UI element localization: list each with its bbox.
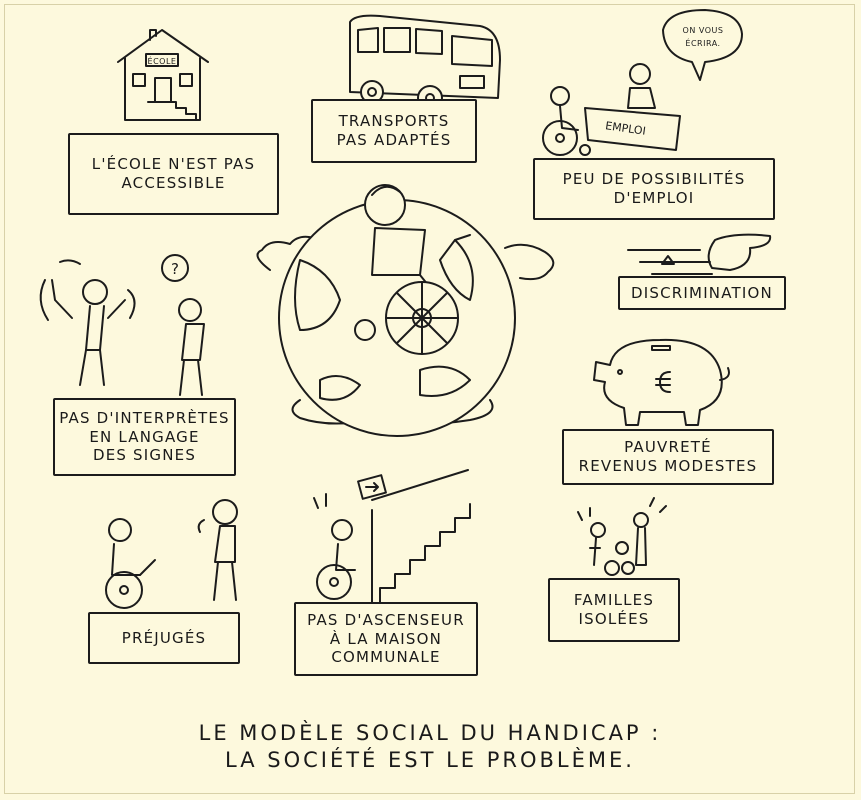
box-transport-not-adapted: TRANSPORTS PAS ADAPTÉS: [311, 99, 477, 163]
box-text: ACCESSIBLE: [121, 174, 226, 192]
box-text: PAS D'INTERPRÈTES: [59, 408, 230, 427]
caption-line-1: LE MODÈLE SOCIAL DU HANDICAP :: [198, 721, 662, 745]
staircase-icon: [313, 469, 471, 603]
box-text: PAS ADAPTÉS: [336, 131, 452, 149]
box-text: PRÉJUGÉS: [121, 628, 207, 647]
question-bubble: [161, 254, 189, 282]
globe-wheelchair-icon: [256, 184, 555, 437]
box-text: PAS D'ASCENSEUR: [307, 610, 465, 629]
box-discrimination: DISCRIMINATION: [618, 276, 786, 310]
box-text: DISCRIMINATION: [631, 283, 773, 302]
box-text: PEU DE POSSIBILITÉS: [562, 170, 746, 189]
box-poverty-modest-income: PAUVRETÉ REVENUS MODESTES: [562, 429, 774, 485]
box-text: TRANSPORTS: [338, 112, 450, 131]
image-frame: [4, 4, 855, 794]
box-text: COMMUNALE: [331, 648, 441, 667]
box-text: D'EMPLOI: [613, 189, 695, 207]
employer-scene-icon: ON VOUS ÉCRIRA. EMPLOI: [542, 9, 743, 156]
desk-sign: EMPLOI: [604, 119, 646, 138]
speech-text-2: ÉCRIRA.: [685, 37, 720, 48]
box-text: FAMILLES: [573, 591, 655, 610]
speech-bubble: [662, 9, 743, 81]
box-no-elevator-town-hall: PAS D'ASCENSEUR À LA MAISON COMMUNALE: [294, 602, 478, 676]
pointing-hand-icon: [627, 233, 772, 275]
caption-line-2: LA SOCIÉTÉ EST LE PROBLÈME.: [225, 748, 635, 773]
speech-text-1: ON VOUS: [683, 26, 724, 35]
box-text: L'ÉCOLE N'EST PAS: [91, 155, 256, 174]
box-no-sign-interpreters: PAS D'INTERPRÈTES EN LANGAGE DES SIGNES: [53, 398, 236, 476]
prejudice-scene-icon: [105, 499, 238, 609]
box-text: DES SIGNES: [92, 446, 197, 465]
box-text: REVENUS MODESTES: [578, 457, 758, 475]
box-text: ISOLÉES: [578, 610, 650, 628]
piggy-bank-icon: [593, 338, 730, 426]
box-text: EN LANGAGE: [89, 427, 200, 446]
bus-icon: [349, 14, 501, 111]
box-prejudices: PRÉJUGÉS: [88, 612, 240, 664]
box-text: PAUVRETÉ: [624, 438, 712, 457]
school-sign: ÉCOLE: [148, 55, 177, 66]
caption: LE MODÈLE SOCIAL DU HANDICAP : LA SOCIÉT…: [170, 720, 690, 775]
family-icon: [577, 497, 667, 576]
school-icon: ÉCOLE: [117, 29, 209, 121]
box-school-not-accessible: L'ÉCOLE N'EST PAS ACCESSIBLE: [68, 133, 279, 215]
box-text: À LA MAISON: [329, 629, 443, 648]
question-mark: ?: [171, 260, 179, 278]
box-isolated-families: FAMILLES ISOLÉES: [548, 578, 680, 642]
box-few-job-opportunities: PEU DE POSSIBILITÉS D'EMPLOI: [533, 158, 775, 220]
signing-people-icon: ?: [39, 254, 205, 396]
